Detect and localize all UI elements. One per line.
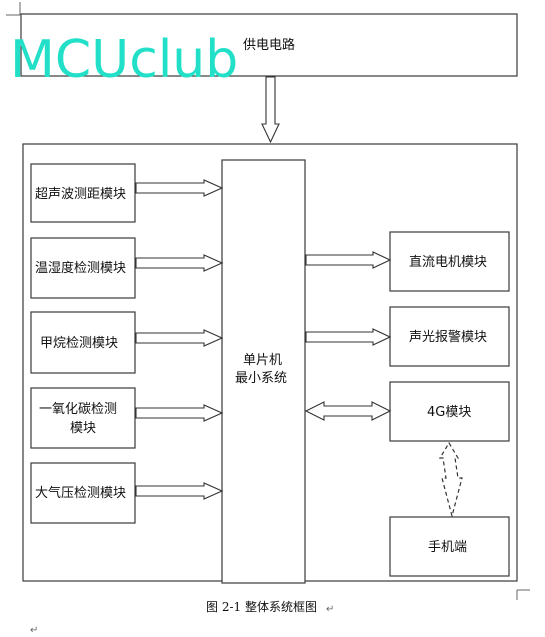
4g-module: 4G模块 — [389, 381, 510, 442]
co-module-label-line1: 一氧化碳检测 — [39, 402, 117, 417]
dc-motor-module-label: 直流电机模块 — [409, 255, 487, 270]
pressure-arrow — [135, 482, 224, 500]
temp-humidity-module: 温湿度检测模块 — [30, 237, 136, 299]
phone-label: 手机端 — [428, 540, 467, 555]
mcu-label-line1: 单片机 — [243, 353, 282, 368]
4g-module-label: 4G模块 — [427, 405, 471, 420]
dc-motor-arrow — [305, 251, 392, 269]
power-supply-label: 供电电路 — [243, 37, 295, 53]
input-arrows — [135, 179, 224, 500]
methane-module: 甲烷检测模块 — [30, 311, 136, 374]
methane-module-label: 甲烷检测模块 — [40, 336, 118, 351]
ultrasonic-module-label: 超声波测距模块 — [35, 187, 126, 202]
alarm-module: 声光报警模块 — [389, 306, 510, 367]
pressure-module: 大气压检测模块 — [30, 462, 136, 524]
mcuclub-watermark: MCUclub — [10, 30, 238, 90]
pressure-module-label: 大气压检测模块 — [35, 485, 126, 501]
mcu-box — [221, 159, 306, 584]
co-arrow — [135, 404, 224, 422]
input-modules: 超声波测距模块 温湿度检测模块 甲烷检测模块 一氧化碳检测 模块 大气压检测模块 — [30, 163, 136, 524]
alarm-arrow — [305, 328, 392, 346]
caption-paragraph-mark: ↵ — [326, 604, 334, 615]
paragraph-mark: ↵ — [30, 625, 38, 636]
temp-humidity-arrow — [135, 254, 224, 272]
output-modules: 直流电机模块 声光报警模块 4G模块 — [389, 231, 510, 442]
alarm-module-label: 声光报警模块 — [409, 329, 487, 345]
co-module-label-line2: 模块 — [70, 421, 96, 436]
ultrasonic-module: 超声波测距模块 — [30, 163, 136, 223]
power-down-arrow — [261, 76, 280, 144]
dc-motor-module: 直流电机模块 — [389, 231, 510, 292]
mcu-label-line2: 最小系统 — [235, 371, 287, 386]
wireless-dashed-arrow — [438, 441, 463, 519]
output-arrows — [304, 251, 392, 421]
phone-box — [389, 516, 510, 577]
power-supply-box — [20, 13, 518, 77]
crop-mark-bottom-right — [516, 589, 530, 600]
crop-mark-top-left — [6, 2, 21, 16]
figure-caption: 图 2-1 整体系统框图 — [206, 599, 317, 614]
temp-humidity-module-label: 温湿度检测模块 — [35, 260, 126, 276]
4g-bidirectional-arrow — [304, 401, 392, 421]
methane-arrow — [135, 329, 224, 347]
co-module: 一氧化碳检测 模块 — [30, 387, 136, 449]
ultrasonic-arrow — [135, 179, 224, 197]
